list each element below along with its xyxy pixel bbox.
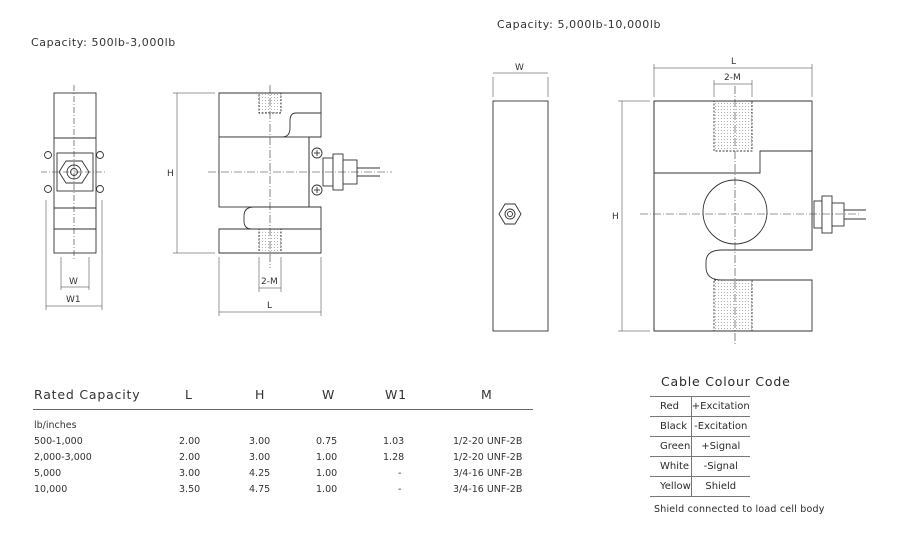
table-row: Green +Signal bbox=[650, 436, 750, 457]
table-row: Black -Excitation bbox=[650, 416, 750, 437]
spec-header-w1: W1 bbox=[385, 387, 407, 402]
dim-h-small: H bbox=[167, 169, 174, 179]
dim-l-large: L bbox=[731, 57, 736, 67]
spec-cell: 10,000 bbox=[34, 484, 68, 495]
spec-header-rule bbox=[33, 409, 533, 410]
dim-w1-small: W1 bbox=[66, 295, 81, 305]
wire-function: +Signal bbox=[690, 436, 750, 457]
wire-function: +Excitation bbox=[690, 396, 750, 417]
spec-header-h: H bbox=[255, 387, 266, 402]
wire-colour: Black bbox=[650, 416, 692, 437]
spec-cell: 1.00 bbox=[316, 468, 338, 479]
wire-colour: Green bbox=[650, 436, 692, 457]
spec-cell: 3.50 bbox=[179, 484, 201, 495]
spec-cell: 3/4-16 UNF-2B bbox=[453, 468, 523, 479]
spec-header-l: L bbox=[185, 387, 193, 402]
spec-cell: 1/2-20 UNF-2B bbox=[453, 436, 523, 447]
spec-cell: 1/2-20 UNF-2B bbox=[453, 452, 523, 463]
spec-cell: 3.00 bbox=[249, 452, 271, 463]
cable-code-title: Cable Colour Code bbox=[661, 374, 791, 389]
spec-cell: 1.28 bbox=[383, 452, 405, 463]
spec-cell: 0.75 bbox=[316, 436, 338, 447]
cable-code-table: Red +Excitation Black -Excitation Green … bbox=[650, 396, 750, 497]
large-front-view bbox=[618, 64, 866, 345]
table-row: Yellow Shield bbox=[650, 476, 750, 497]
dim-m-large: 2-M bbox=[724, 73, 741, 83]
dim-l-small: L bbox=[267, 301, 272, 311]
small-side-view bbox=[41, 85, 107, 310]
wire-colour: Yellow bbox=[650, 476, 692, 497]
spec-unit-row: lb/inches bbox=[34, 420, 77, 431]
spec-cell: - bbox=[398, 484, 402, 495]
wire-function: -Signal bbox=[690, 456, 750, 477]
dim-h-large: H bbox=[612, 212, 619, 222]
wire-colour: Red bbox=[650, 396, 692, 417]
capacity-small-label: Capacity: 500lb-3,000lb bbox=[31, 36, 176, 49]
large-side-view bbox=[492, 72, 549, 332]
spec-header-capacity: Rated Capacity bbox=[34, 387, 141, 402]
spec-cell: 4.75 bbox=[249, 484, 271, 495]
dim-m-small: 2-M bbox=[261, 277, 278, 287]
capacity-large-label: Capacity: 5,000lb-10,000lb bbox=[497, 18, 662, 31]
spec-cell: 2.00 bbox=[179, 436, 201, 447]
spec-cell: 3.00 bbox=[179, 468, 201, 479]
spec-cell: - bbox=[398, 468, 402, 479]
table-row: Red +Excitation bbox=[650, 396, 750, 417]
spec-cell: 2,000-3,000 bbox=[34, 452, 92, 463]
spec-cell: 1.00 bbox=[316, 452, 338, 463]
wire-colour: White bbox=[650, 456, 692, 477]
spec-cell: 3/4-16 UNF-2B bbox=[453, 484, 523, 495]
spec-cell: 2.00 bbox=[179, 452, 201, 463]
wire-function: Shield bbox=[690, 476, 750, 497]
spec-cell: 1.00 bbox=[316, 484, 338, 495]
spec-cell: 5,000 bbox=[34, 468, 62, 479]
dim-w-small: W bbox=[69, 277, 78, 287]
table-row: White -Signal bbox=[650, 456, 750, 477]
spec-cell: 3.00 bbox=[249, 436, 271, 447]
spec-cell: 1.03 bbox=[383, 436, 405, 447]
shield-note: Shield connected to load cell body bbox=[654, 504, 825, 515]
spec-cell: 500-1,000 bbox=[34, 436, 83, 447]
spec-header-m: M bbox=[481, 387, 493, 402]
spec-header-w: W bbox=[322, 387, 336, 402]
wire-function: -Excitation bbox=[690, 416, 750, 437]
small-front-view bbox=[173, 85, 392, 316]
dim-w-large: W bbox=[515, 63, 524, 73]
spec-cell: 4.25 bbox=[249, 468, 271, 479]
